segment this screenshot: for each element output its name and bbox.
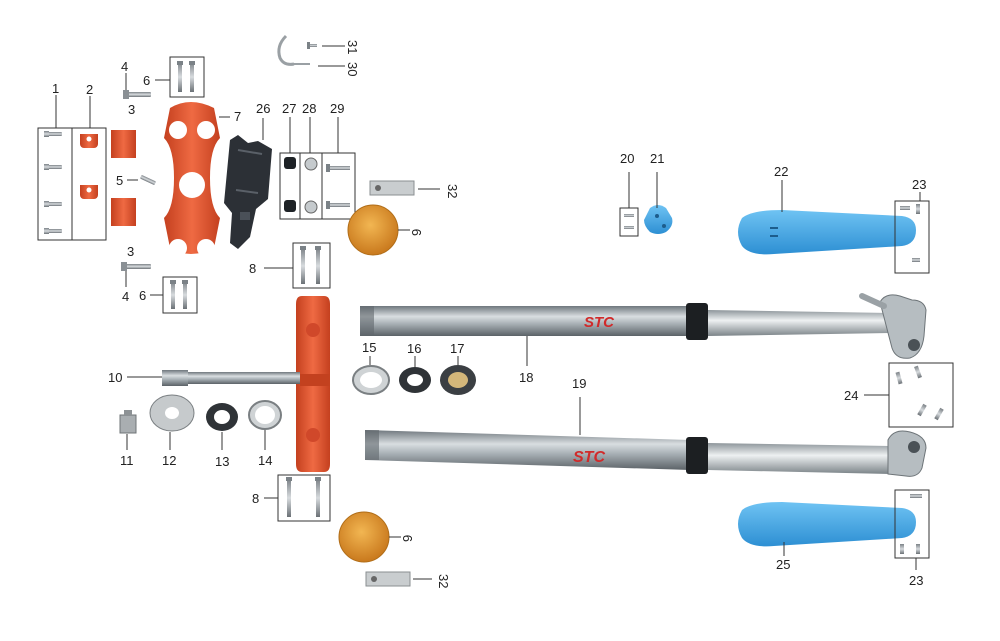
callout-labels: 1 2 3 3 4 4 5 6 6 7 8 8 9 9 10 11 12 13 … xyxy=(52,40,926,588)
callout-7: 7 xyxy=(234,109,241,124)
callout-29: 29 xyxy=(330,101,344,116)
callout-15: 15 xyxy=(362,340,376,355)
callout-25: 25 xyxy=(776,557,790,572)
callout-8-upper: 8 xyxy=(249,261,256,276)
part-6-bolt-set-lower xyxy=(150,276,198,314)
part-7-upper-triple-clamp xyxy=(164,102,230,257)
part-31-small-screw xyxy=(307,42,345,49)
callout-30: 30 xyxy=(345,62,360,76)
callout-13: 13 xyxy=(215,454,229,469)
callout-1: 1 xyxy=(52,81,59,96)
part-8-bolts-lower xyxy=(264,474,331,522)
callout-32-lower: 32 xyxy=(436,574,451,588)
callout-9-upper: 9 xyxy=(409,229,424,236)
callout-22: 22 xyxy=(774,164,788,179)
part-3-bar-clamp-bases xyxy=(111,123,136,226)
callout-5: 5 xyxy=(116,173,123,188)
part-1-bolts xyxy=(37,95,73,241)
part-5-pinch-bolt xyxy=(127,175,156,185)
part-23-screws-upper xyxy=(894,192,930,274)
part-24-axle-pinch-bolts xyxy=(864,362,954,428)
callout-18: 18 xyxy=(519,370,533,385)
callout-21: 21 xyxy=(650,151,664,166)
callout-19: 19 xyxy=(572,376,586,391)
callout-12: 12 xyxy=(162,453,176,468)
part-13-bearing xyxy=(206,403,238,450)
callout-20: 20 xyxy=(620,151,634,166)
callout-27: 27 xyxy=(282,101,296,116)
lower-triple-clamp xyxy=(296,296,330,472)
part-14-bearing-race xyxy=(248,400,282,450)
part-15-race xyxy=(352,356,390,395)
callout-4-lower: 4 xyxy=(122,289,129,304)
part-8-bolts-upper xyxy=(264,242,331,289)
part-21-blue-guard-plate xyxy=(644,172,673,234)
part-4-clamp-bolts xyxy=(121,73,151,287)
callout-6-lower: 6 xyxy=(139,288,146,303)
callout-32-upper: 32 xyxy=(445,184,460,198)
part-29-bolts xyxy=(321,117,356,220)
part-25-fork-guard-lower xyxy=(738,502,916,556)
part-17-dust-seal xyxy=(440,356,476,395)
callout-14: 14 xyxy=(258,453,272,468)
callout-31: 31 xyxy=(345,40,360,54)
callout-8-lower: 8 xyxy=(252,491,259,506)
part-30-bracket-ring xyxy=(277,34,345,67)
part-9-reflector-lower xyxy=(338,511,401,563)
part-18-fork-leg-right: STC xyxy=(360,293,927,366)
callout-23-lower: 23 xyxy=(909,573,923,588)
part-27-rubber-grommets xyxy=(279,117,301,220)
callout-17: 17 xyxy=(450,341,464,356)
fork-logo-upper: STC xyxy=(584,314,615,331)
part-32-reflector-bracket-upper xyxy=(369,180,440,196)
callout-26: 26 xyxy=(256,101,270,116)
part-32-reflector-bracket-lower xyxy=(365,571,432,587)
part-2-bar-clamp-tops xyxy=(71,96,107,241)
part-6-bolt-set-upper xyxy=(155,56,205,98)
callout-9-lower: 9 xyxy=(400,535,415,542)
callout-10: 10 xyxy=(108,370,122,385)
part-20-screws xyxy=(619,172,639,237)
part-23-screws-lower xyxy=(894,489,930,570)
part-16-bearing xyxy=(399,356,431,393)
callout-6-upper: 6 xyxy=(143,73,150,88)
callout-23-upper: 23 xyxy=(912,177,926,192)
part-12-dust-cover xyxy=(149,394,195,450)
callout-3-lower: 3 xyxy=(127,244,134,259)
part-26-headlight-bracket xyxy=(224,118,272,249)
callout-4-upper: 4 xyxy=(121,59,128,74)
callout-11: 11 xyxy=(120,453,134,468)
part-19-fork-leg-left: STC xyxy=(365,397,927,477)
callout-24: 24 xyxy=(844,388,858,403)
callout-3-upper: 3 xyxy=(128,102,135,117)
part-9-reflector-upper xyxy=(347,204,410,256)
part-10-steering-stem xyxy=(127,370,300,386)
part-22-fork-guard-upper xyxy=(738,180,916,255)
part-11-stem-nut xyxy=(119,410,137,450)
part-28-washers xyxy=(299,117,323,220)
callout-2: 2 xyxy=(86,82,93,97)
callout-16: 16 xyxy=(407,341,421,356)
callout-28: 28 xyxy=(302,101,316,116)
fork-logo-lower: STC xyxy=(573,449,605,466)
